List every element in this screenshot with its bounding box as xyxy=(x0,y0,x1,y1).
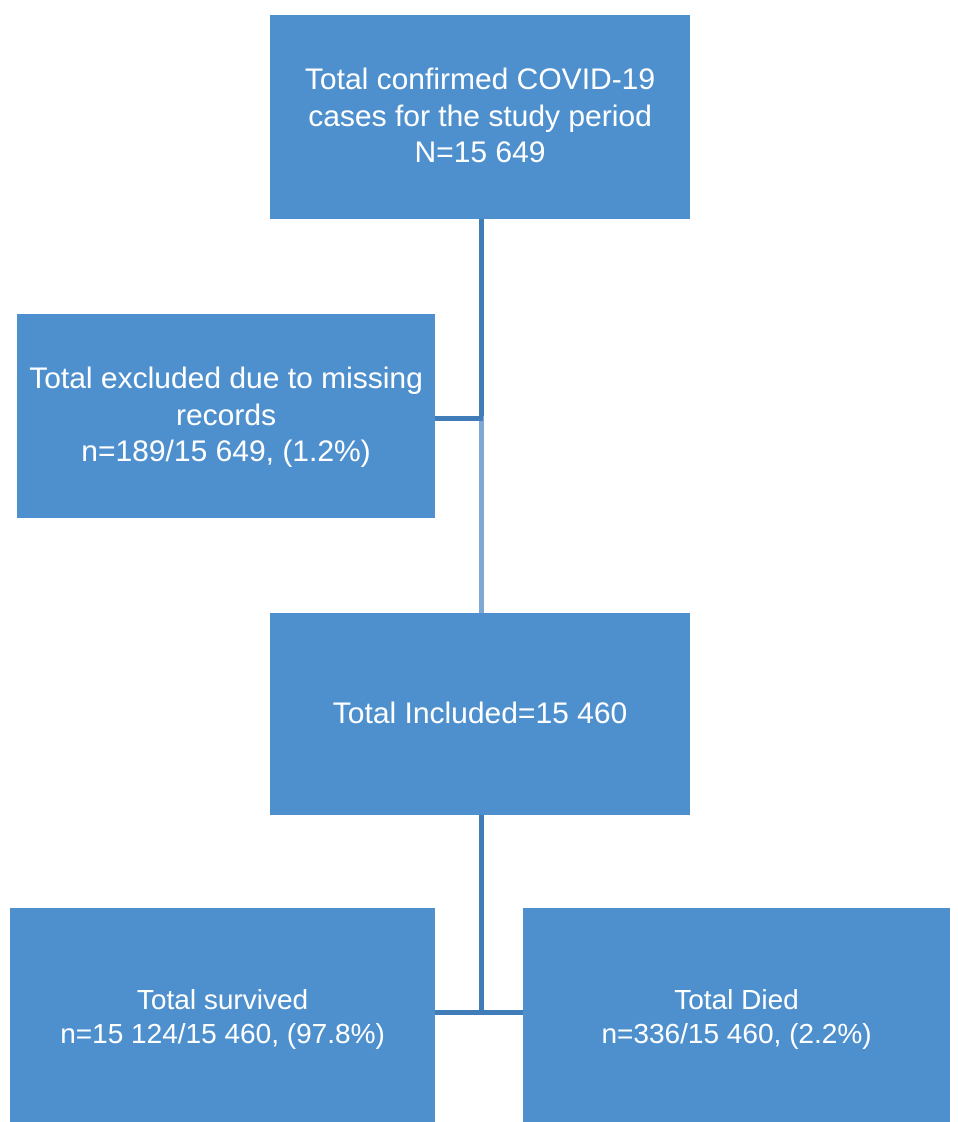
total-included-box: Total Included=15 460 xyxy=(270,613,690,815)
total-confirmed-cases-box: Total confirmed COVID-19 cases for the s… xyxy=(270,15,690,219)
included-count: Total Included=15 460 xyxy=(332,696,628,730)
died-count: n=336/15 460, (2.2%) xyxy=(601,1018,872,1049)
total-cases-line-1: Total confirmed COVID-19 xyxy=(304,63,656,97)
survived-count: n=15 124/15 460, (97.8%) xyxy=(60,1018,385,1049)
total-cases-count: N=15 649 xyxy=(414,136,546,170)
excluded-missing-records-box: Total excluded due to missing records n=… xyxy=(17,314,435,518)
total-cases-line-2: cases for the study period xyxy=(308,99,652,133)
total-died-box: Total Died n=336/15 460, (2.2%) xyxy=(523,908,950,1122)
connector-cases-to-included-upper xyxy=(479,219,484,419)
connector-branch-to-excluded xyxy=(435,416,483,421)
excluded-line-2: records xyxy=(175,398,277,432)
total-survived-box: Total survived n=15 124/15 460, (97.8%) xyxy=(10,908,435,1122)
excluded-count: n=189/15 649, (1.2%) xyxy=(81,435,371,469)
survived-label: Total survived xyxy=(136,983,309,1015)
connector-cases-to-included-lower xyxy=(479,416,484,615)
connector-included-to-outcomes xyxy=(479,815,484,1015)
excluded-line-1: Total excluded due to missing xyxy=(29,362,423,396)
died-label: Total Died xyxy=(674,983,799,1015)
connector-outcome-tee-bar xyxy=(435,1010,523,1015)
